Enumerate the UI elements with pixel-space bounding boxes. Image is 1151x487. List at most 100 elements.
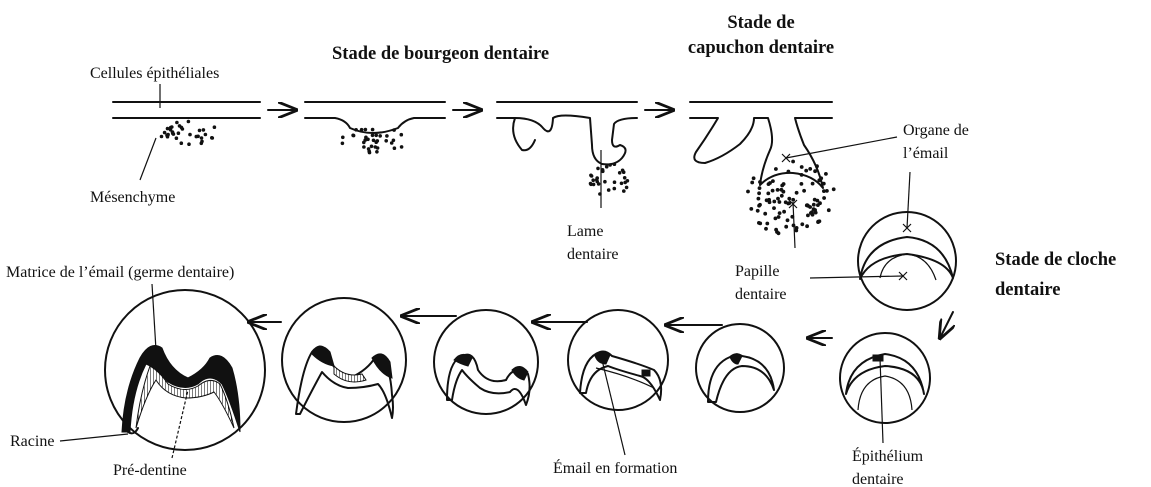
label-mesenchyme: Mésenchyme: [90, 189, 175, 206]
mesenchyme-dot: [813, 169, 817, 173]
mesenchyme-dot: [613, 162, 617, 166]
mesenchyme-dot: [822, 196, 826, 200]
bell-stage-6: [282, 298, 406, 422]
stage-title-bell-line1: Stade de cloche: [995, 250, 1116, 270]
condensed-mesenchyme-dots: [341, 128, 404, 155]
mesenchyme-dot: [811, 182, 815, 186]
mesenchyme-dot: [621, 169, 625, 173]
mesenchyme-dot: [814, 211, 818, 215]
mesenchyme-dot: [362, 145, 366, 149]
mesenchyme-dot: [813, 198, 817, 202]
mesenchyme-dot: [782, 182, 786, 186]
stage-title-bell-line2: dentaire: [995, 280, 1060, 300]
mesenchyme-dot: [187, 142, 191, 146]
bell-stage-2: [840, 333, 930, 423]
mesenchyme-dot: [596, 167, 600, 171]
mesenchyme-dot: [354, 128, 358, 132]
mesenchyme-dot: [170, 125, 174, 129]
mesenchyme-dot: [608, 163, 612, 167]
bell-stage-7: [105, 290, 265, 450]
mesenchyme-dot: [177, 131, 181, 135]
mesenchyme-dot: [362, 141, 366, 145]
mesenchyme-dot: [384, 139, 388, 143]
label-epithelial-cells: Cellules épithéliales: [90, 65, 219, 82]
mesenchyme-dot: [605, 165, 609, 169]
mesenchyme-dot: [372, 139, 376, 143]
label-root: Racine: [10, 433, 54, 450]
mesenchyme-dot: [175, 121, 179, 125]
mesenchyme-dot: [832, 187, 836, 191]
mesenchyme-dot: [370, 145, 374, 149]
step-initiation: [113, 102, 260, 146]
mesenchyme-dot: [795, 226, 799, 230]
mesenchyme-dot: [774, 167, 778, 171]
label-dental-lamina-1: Lame: [567, 223, 603, 240]
mesenchyme-dot: [766, 192, 770, 196]
mesenchyme-dot: [778, 200, 782, 204]
bell-stage-4: [568, 310, 668, 410]
arrow-down: [940, 312, 953, 338]
mesenchyme-dot: [805, 203, 809, 207]
mesenchyme-dot: [816, 220, 820, 224]
mesenchyme-dot: [780, 194, 784, 198]
mesenchyme-dot: [757, 197, 761, 201]
label-predentin: Pré-dentine: [113, 462, 187, 479]
mesenchyme-dot: [385, 134, 389, 138]
mesenchyme-dot: [622, 189, 626, 193]
mesenchyme-dot: [765, 222, 769, 226]
mesenchyme-dot: [603, 180, 607, 184]
mesenchyme-dot: [393, 146, 397, 150]
mesenchyme-dot: [819, 176, 823, 180]
mesenchyme-dot: [784, 200, 788, 204]
label-enamel-matrix: Matrice de l’émail (germe dentaire): [6, 264, 234, 281]
mesenchyme-dot: [777, 231, 781, 235]
mesenchyme-dot: [804, 169, 808, 173]
mesenchyme-dot: [613, 187, 617, 191]
stage-title-bud: Stade de bourgeon dentaire: [332, 44, 549, 64]
mesenchyme-dot: [620, 182, 624, 186]
mesenchyme-dot: [589, 174, 593, 178]
label-dental-papilla-2: dentaire: [735, 286, 787, 303]
mesenchyme-dot: [787, 170, 791, 174]
mesenchyme-dot: [200, 140, 204, 144]
mesenchyme-dot: [771, 179, 775, 183]
leader-enamel-matrix: [152, 284, 156, 350]
mesenchyme-dot: [764, 227, 768, 231]
mesenchyme-dot: [198, 129, 202, 133]
mesenchyme-dot: [374, 145, 378, 149]
mesenchyme-dot: [795, 191, 799, 195]
mesenchyme-dot: [613, 180, 617, 184]
mesenchyme-dot: [758, 180, 762, 184]
mesenchyme-dot: [782, 190, 786, 194]
leader-enamel-organ-bell: [907, 172, 910, 228]
mesenchyme-dot: [772, 206, 776, 210]
label-dental-epithelium-1: Épithélium: [852, 446, 924, 465]
mesenchyme-dot: [213, 125, 217, 129]
mesenchyme-dot: [812, 203, 816, 207]
leader-predentin: [172, 390, 188, 458]
mesenchyme-dot: [623, 176, 627, 180]
mesenchyme-dot: [746, 190, 750, 194]
mesenchyme-dot: [351, 134, 355, 138]
mesenchyme-dot: [171, 131, 175, 135]
step-dental-lamina: [497, 102, 637, 196]
mesenchyme-dot: [390, 141, 394, 145]
mesenchyme-dot: [758, 186, 762, 190]
leader-dental-papilla-bell: [810, 276, 903, 278]
mesenchyme-dot: [166, 133, 170, 137]
mesenchyme-dot: [805, 224, 809, 228]
stage-title-cap-line1: Stade de: [727, 13, 794, 33]
mesenchyme-dot: [800, 165, 804, 169]
mesenchyme-dot: [378, 134, 382, 138]
mesenchyme-dot: [371, 134, 375, 138]
mesenchyme-dot: [776, 188, 780, 192]
mesenchyme-dot: [374, 134, 378, 138]
mesenchyme-dot: [800, 173, 804, 177]
mesenchyme-dot: [749, 207, 753, 211]
mesenchyme-dot: [360, 128, 364, 132]
mesenchyme-dot: [623, 181, 627, 185]
stage-title-cap-line2: capuchon dentaire: [688, 38, 834, 58]
label-enamel-organ-1: Organe de: [903, 122, 969, 139]
mesenchyme-dot: [825, 189, 829, 193]
